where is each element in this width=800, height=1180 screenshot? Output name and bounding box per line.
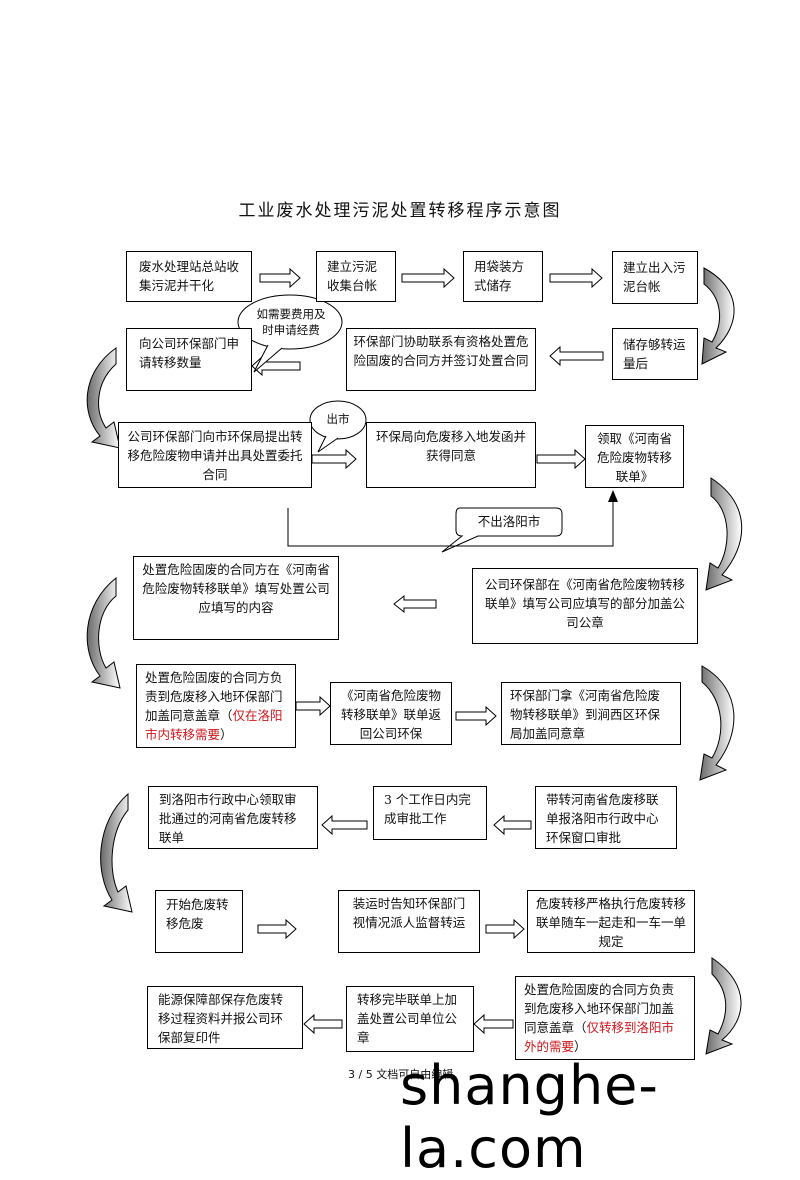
step-local-stamp: 处置危险固废的合同方负责到危废移入地环保部门加盖同意盖章（仅在洛阳市内转移需要） (136, 664, 296, 748)
step-contract-disposal: 环保部门协助联系有资格处置危险固废的合同方并签订处置合同 (346, 328, 536, 391)
arrow-right-3 (549, 267, 603, 289)
step-apply-city-bureau: 公司环保部门向市环保局提出转移危险废物申请并出具处置委托合同 (118, 422, 312, 488)
step-disposal-seal: 转移完毕联单上加盖处置公司单位公章 (346, 986, 474, 1052)
arrow-left-4 (493, 814, 532, 836)
curve-arrow-left-3 (100, 792, 133, 913)
arrow-right-5 (536, 448, 586, 470)
callout-bubble-funding (237, 294, 343, 350)
callout-bubble-in-city (441, 507, 563, 553)
arrow-left-7 (303, 1013, 343, 1035)
arrow-right-1 (259, 267, 301, 289)
note-local-only: 仅在洛阳市内转移需要 (145, 708, 283, 742)
callout-funding-text: 如需要费用及时申请经费 (256, 307, 326, 337)
curve-arrow-left-1 (86, 347, 121, 449)
arrow-left-3 (393, 594, 437, 614)
step-bag-storage: 用袋装方式储存 (463, 251, 543, 302)
arrow-left-5 (321, 814, 368, 836)
step-jianxi-stamp: 环保部门拿《河南省危险废物转移联单》到涧西区环保局加盖同意章 (501, 682, 681, 745)
step-approval-3days: 3 个工作日内完成审批工作 (373, 786, 487, 840)
arrow-right-2 (401, 267, 455, 289)
arrow-right-4 (311, 448, 357, 470)
watermark: shanghe-la.com (400, 1054, 659, 1180)
step-contractor-fill-form: 处置危险固废的合同方在《河南省危险废物转移联单》填写处置公司应填写的内容 (133, 556, 339, 640)
step-collect-sludge: 废水处理站总站收集污泥并干化 (126, 251, 252, 302)
curve-arrow-right-4 (705, 957, 742, 1055)
step-submit-approval: 带转河南省危废移联单报洛阳市行政中心环保窗口审批 (535, 786, 677, 849)
curve-arrow-right-2 (705, 477, 743, 591)
step-archive-records: 能源保障部保存危废转移过程资料并报公司环保部复印件 (147, 986, 303, 1049)
connector-arrowhead (608, 490, 618, 502)
step-get-transfer-form: 领取《河南省危险废物转移联单》 (585, 425, 684, 488)
step-one-car-one-form: 危废转移严格执行危废转移联单随车一起走和一车一单规定 (527, 890, 695, 953)
arrow-left-1 (549, 345, 604, 367)
step-storage-enough: 储存够转运量后 (612, 328, 698, 380)
step-collect-approved: 到洛阳市行政中心领取审批通过的河南省危废转移联单 (148, 786, 318, 849)
arrow-left-6 (473, 1013, 514, 1035)
curve-arrow-left-2 (86, 576, 121, 689)
step-start-transfer: 开始危废转移危废 (155, 890, 243, 953)
step-company-fill-form: 公司环保部在《河南省危险废物转移联单》填写公司应填写的部分加盖公司公章 (472, 568, 698, 644)
page-footer: 3 / 5 文档可自由编辑 (348, 1068, 454, 1081)
arrow-right-7 (455, 705, 497, 727)
callout-in-city-text: 不出洛阳市 (477, 514, 541, 529)
step-sludge-ledger: 建立污泥收集台帐 (316, 251, 396, 302)
diagram-title: 工业废水处理污泥处置转移程序示意图 (238, 201, 562, 221)
step-notify-supervise: 装运时告知环保部门视情况派人监督转运 (338, 890, 480, 953)
curve-arrow-right-1 (701, 267, 735, 365)
step-outside-stamp: 处置危险固废的合同方负责到危废移入地环保部门加盖同意盖章（仅转移到洛阳市外的需要… (515, 976, 695, 1060)
step-inout-ledger: 建立出入污泥台帐 (612, 251, 698, 304)
connectors-layer (86, 267, 743, 1055)
connector-line-local (287, 500, 614, 547)
callout-bubble-out-city (309, 400, 367, 440)
arrow-right-8 (257, 918, 297, 940)
step-form-return: 《河南省危险废物转移联单》联单返回公司环保 (330, 682, 452, 745)
note-outside-only: 仅转移到洛阳市外的需要 (524, 1020, 675, 1054)
step-bureau-letter: 环保局向危废移入地发函并获得同意 (366, 422, 536, 488)
arrow-right-9 (485, 918, 525, 940)
curve-arrow-right-3 (699, 665, 735, 781)
callout-out-city-text: 出市 (326, 412, 350, 426)
step-apply-quantity: 向公司环保部门申请转移数量 (126, 328, 252, 391)
arrow-right-6 (295, 695, 331, 717)
